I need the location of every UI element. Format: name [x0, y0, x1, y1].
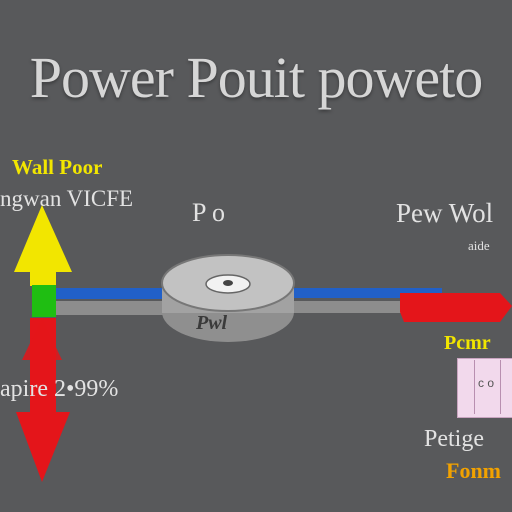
- device-hole-center: [223, 280, 233, 286]
- yellow-arrow-up: [14, 205, 72, 286]
- red-arrow-down-head: [22, 318, 62, 360]
- bottom-left-label: apire 2•99%: [0, 376, 119, 402]
- gray-wire-right: [292, 301, 412, 313]
- red-arrow-down: [16, 318, 70, 482]
- device-label: Pwl: [196, 312, 228, 334]
- right-highlight-label: Pcmr: [444, 332, 491, 354]
- blue-wire-right: [292, 288, 442, 298]
- center-p-label: P o: [192, 198, 225, 227]
- right-sub-label: aide: [468, 238, 490, 253]
- red-arrow-right: [400, 293, 512, 322]
- blue-wire-left: [54, 288, 164, 299]
- bottom-right-label: Petige: [424, 426, 484, 452]
- box-text: c o: [478, 376, 495, 390]
- wall-power-sublabel: ngwan VICFE: [0, 186, 134, 211]
- right-info-box: [457, 358, 512, 418]
- diagram-title: Power Pouit poweto: [29, 45, 483, 110]
- right-top-label: Pew Wol: [396, 198, 494, 228]
- wall-power-label: Wall Poor: [12, 155, 103, 179]
- box-divider-1: [474, 360, 475, 414]
- bottom-right-sublabel: Fonm: [446, 458, 501, 483]
- gray-wire-left: [54, 301, 164, 315]
- green-junction: [32, 285, 56, 317]
- box-divider-2: [500, 360, 501, 414]
